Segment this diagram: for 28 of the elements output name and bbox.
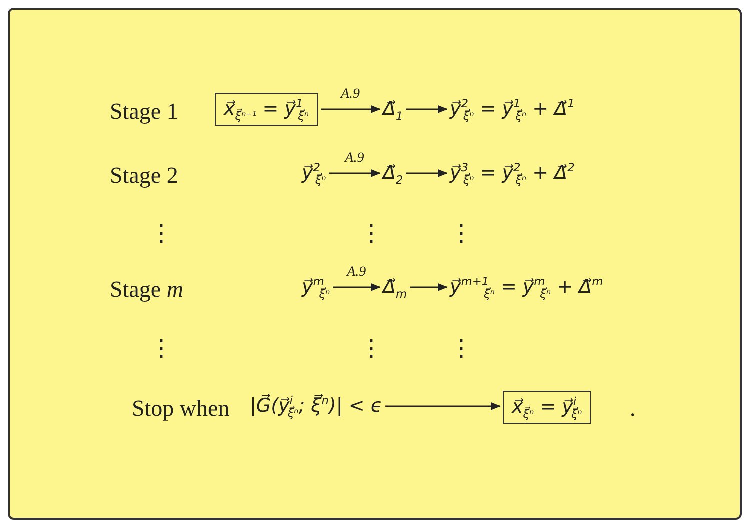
arrow (410, 283, 448, 292)
arrow (333, 283, 381, 292)
edge-label: A.9 (347, 265, 366, 282)
arrow (329, 169, 381, 178)
math-expression: |G⃗(y⃗$^{i}$$_{ξ⃗ⁿ}$; ξ⃗$^{n}$)| < ϵ (250, 395, 383, 418)
math-expression: Δ⃗$_{1}$ (383, 98, 404, 121)
row-label: ⋮ (360, 335, 383, 363)
arrow (321, 105, 381, 114)
row-label: ⋮ (360, 220, 383, 248)
math-expression: Δ⃗$_{2}$ (383, 162, 404, 185)
row-label: ⋮ (150, 335, 173, 363)
arrow (406, 105, 448, 114)
edge-label: A.9 (345, 151, 364, 168)
math-expression: y⃗$^{3}$$_{ξ⃗ⁿ}$ = y⃗$^{2}$$_{ξ⃗ⁿ}$ + Δ⃗$^{2}$ (450, 162, 575, 185)
math-expression: y⃗$^{2}$$_{ξ⃗ⁿ}$ = y⃗$^{1}$$_{ξ⃗ⁿ}$ + Δ⃗$^{1}$ (450, 98, 575, 121)
arrow (406, 169, 448, 178)
math-expression: Δ⃗$_{m}$ (383, 276, 408, 299)
row-label: Stage m (110, 276, 184, 304)
arrow (386, 402, 501, 410)
row-label: Stage 2 (110, 162, 178, 190)
row-label: ⋮ (450, 335, 473, 363)
row-label: Stage 1 (110, 98, 178, 126)
row-label: ⋮ (150, 220, 173, 248)
math-expression: y⃗$^{m+1}$$_{ξ⃗ⁿ}$ = y⃗$^{m}$$_{ξ⃗ⁿ}$ + Δ⃗$^{m}$ (450, 276, 604, 299)
row-label: Stop when (132, 395, 230, 423)
edge-label: A.9 (341, 87, 360, 104)
row-label: . (630, 395, 636, 423)
row-label: ⋮ (450, 220, 473, 248)
